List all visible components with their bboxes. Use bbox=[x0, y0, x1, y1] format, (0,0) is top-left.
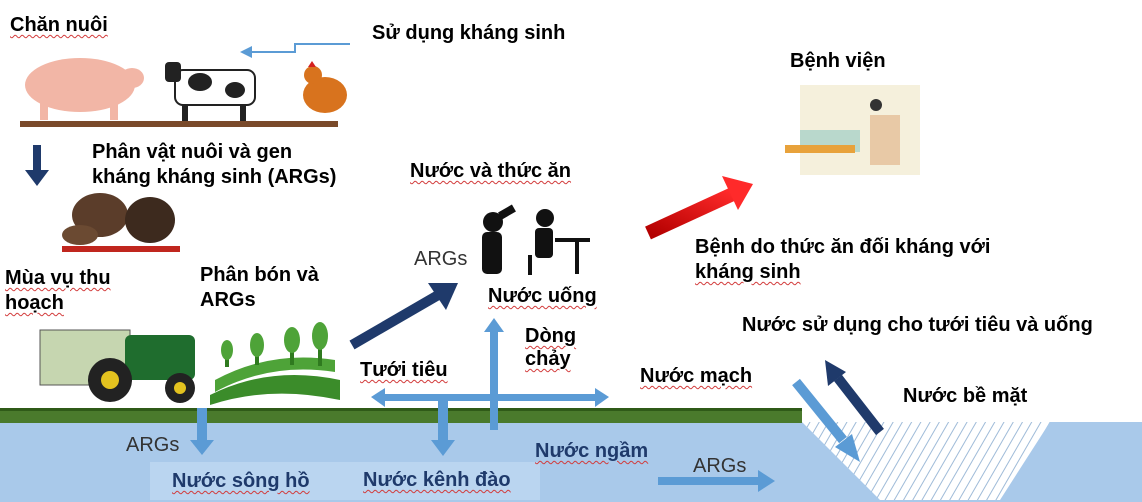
crops-icon bbox=[210, 322, 340, 405]
label-mua-vu-line1: Mùa vụ thu bbox=[5, 267, 111, 289]
label-nuoc-mach: Nước mạch bbox=[640, 365, 753, 387]
tractor-icon bbox=[39, 329, 195, 403]
label-nuoc-kenh-dao: Nước kênh đào bbox=[363, 469, 511, 491]
label-su-dung-khang-sinh: Sử dụng kháng sinh bbox=[372, 22, 566, 44]
hospital-icon bbox=[785, 85, 920, 175]
label-benh-vien: Bệnh viện bbox=[790, 50, 886, 72]
livestock-ground bbox=[20, 121, 338, 127]
label-dong-chay-line2: chảy bbox=[525, 348, 571, 370]
label-nuoc-ngam: Nước ngầm bbox=[535, 440, 649, 462]
label-args-water-right: ARGs bbox=[693, 455, 747, 477]
label-benh-do-thuc-an-line2: kháng sinh bbox=[695, 261, 801, 283]
chicken-icon bbox=[303, 61, 347, 113]
drinking-eating-icon bbox=[482, 204, 590, 275]
label-chan-nuoi: Chăn nuôi bbox=[10, 14, 108, 36]
surface-water-basin bbox=[802, 422, 1050, 500]
cow-icon bbox=[165, 62, 256, 121]
label-dong-chay-line1: Dòng bbox=[525, 325, 577, 347]
label-tuoi-tieu: Tưới tiêu bbox=[360, 359, 448, 381]
label-phan-vat-nuoi-line1: Phân vật nuôi và gen bbox=[92, 141, 293, 163]
label-nuoc-su-dung: Nước sử dụng cho tưới tiêu và uống bbox=[742, 314, 1093, 336]
label-mua-vu-line2: hoạch bbox=[5, 292, 64, 314]
manure-icon bbox=[62, 193, 180, 252]
label-nuoc-be-mat: Nước bề mặt bbox=[903, 385, 1028, 407]
label-nuoc-song-ho: Nước sông hồ bbox=[172, 470, 310, 492]
label-args-water-left: ARGs bbox=[126, 434, 180, 456]
label-args-drink: ARGs bbox=[414, 248, 468, 270]
label-benh-do-thuc-an-line1: Bệnh do thức ăn đối kháng với bbox=[695, 236, 991, 258]
label-phan-vat-nuoi-line2: kháng kháng sinh (ARGs) bbox=[92, 166, 337, 188]
label-nuoc-va-thuc-an: Nước và thức ăn bbox=[410, 160, 572, 182]
label-phan-bon-line2: ARGs bbox=[200, 289, 256, 311]
label-phan-bon-line1: Phân bón và bbox=[200, 264, 319, 286]
label-nuoc-uong: Nước uống bbox=[488, 285, 597, 307]
pig-icon bbox=[25, 58, 144, 120]
